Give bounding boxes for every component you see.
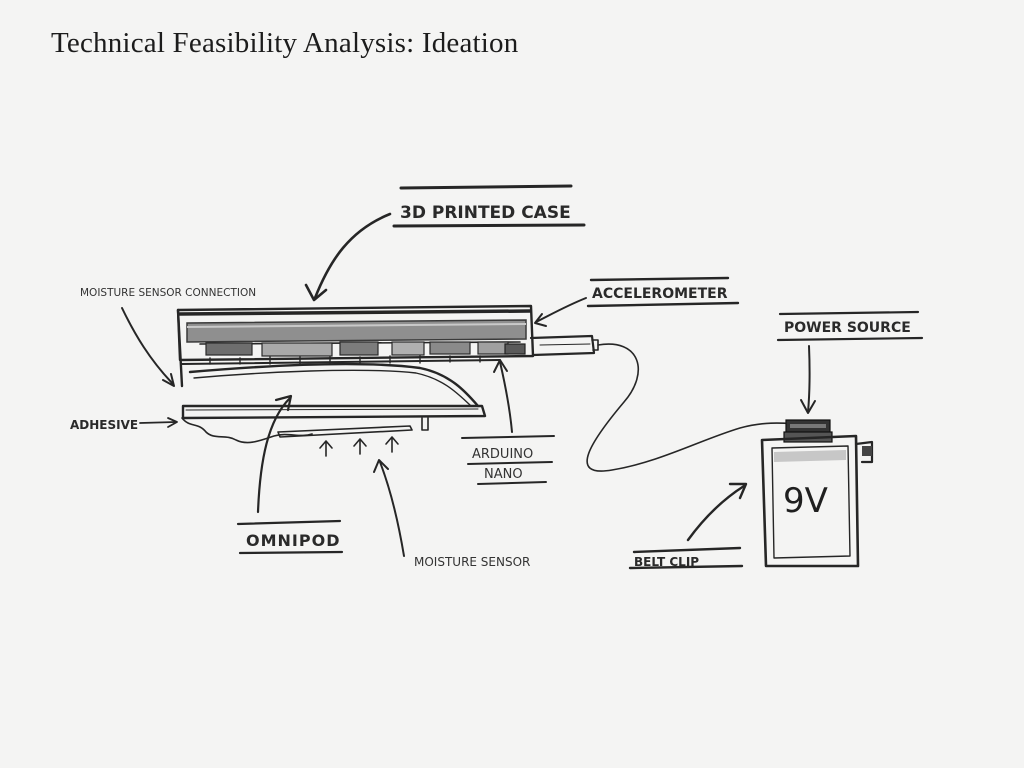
power-source-arrow-head [800,399,816,414]
arduino-label-group: ARDUINO NANO [461,435,555,485]
moisture-connection-arrow [121,307,174,385]
arduino-label-line1: ARDUINO [472,447,533,462]
adhesive-label: ADHESIVE [70,418,138,432]
belt-clip-label: BELT CLIP [634,555,699,569]
adhesive-layer [181,417,313,444]
case-arrow [313,212,392,300]
slide-title: Technical Feasibility Analysis: Ideation [51,27,519,59]
adhesive-arrow [139,421,177,424]
belt-clip-arrow [686,484,746,542]
case-label: 3D PRINTED CASE [400,203,571,223]
omnipod-arrow [256,396,292,514]
arduino-arrow [499,361,513,433]
adhesive-arrow-head [167,417,178,428]
belt-clip-label-group: BELT CLIP [628,546,744,570]
battery: 9V [760,419,874,568]
case-arrow-head [304,283,328,302]
accelerometer-arrow-head [534,313,547,327]
moisture-connection-label: MOISTURE SENSOR CONNECTION [80,287,256,299]
moisture-sensor-strip [277,425,413,438]
power-wire [586,343,801,472]
omnipod-arrow-head [274,394,293,412]
moisture-connection-arrow-head [162,373,175,387]
power-source-label-group: POWER SOURCE [776,310,924,342]
moisture-up-arrows [319,436,399,457]
accelerometer-label-group: ACCELEROMETER [586,276,740,308]
moisture-sensor-label: MOISTURE SENSOR [414,555,530,569]
moisture-sensor-arrow [379,461,405,557]
case-label-group: 3D PRINTED CASE [392,184,586,228]
accelerometer-label: ACCELEROMETER [592,286,728,302]
case-body [176,304,599,431]
arduino-label-line2: NANO [484,467,523,482]
belt-clip-arrow-head [728,482,748,500]
omnipod-label: OMNIPOD [246,531,340,550]
moisture-sensor-arrow-head [373,459,389,473]
power-source-label: POWER SOURCE [784,320,911,336]
accelerometer-arrow [535,297,587,323]
power-source-arrow [807,345,811,413]
omnipod-label-group: OMNIPOD [236,519,344,555]
battery-label: 9V [783,481,828,521]
arduino-arrow-head [493,359,508,373]
